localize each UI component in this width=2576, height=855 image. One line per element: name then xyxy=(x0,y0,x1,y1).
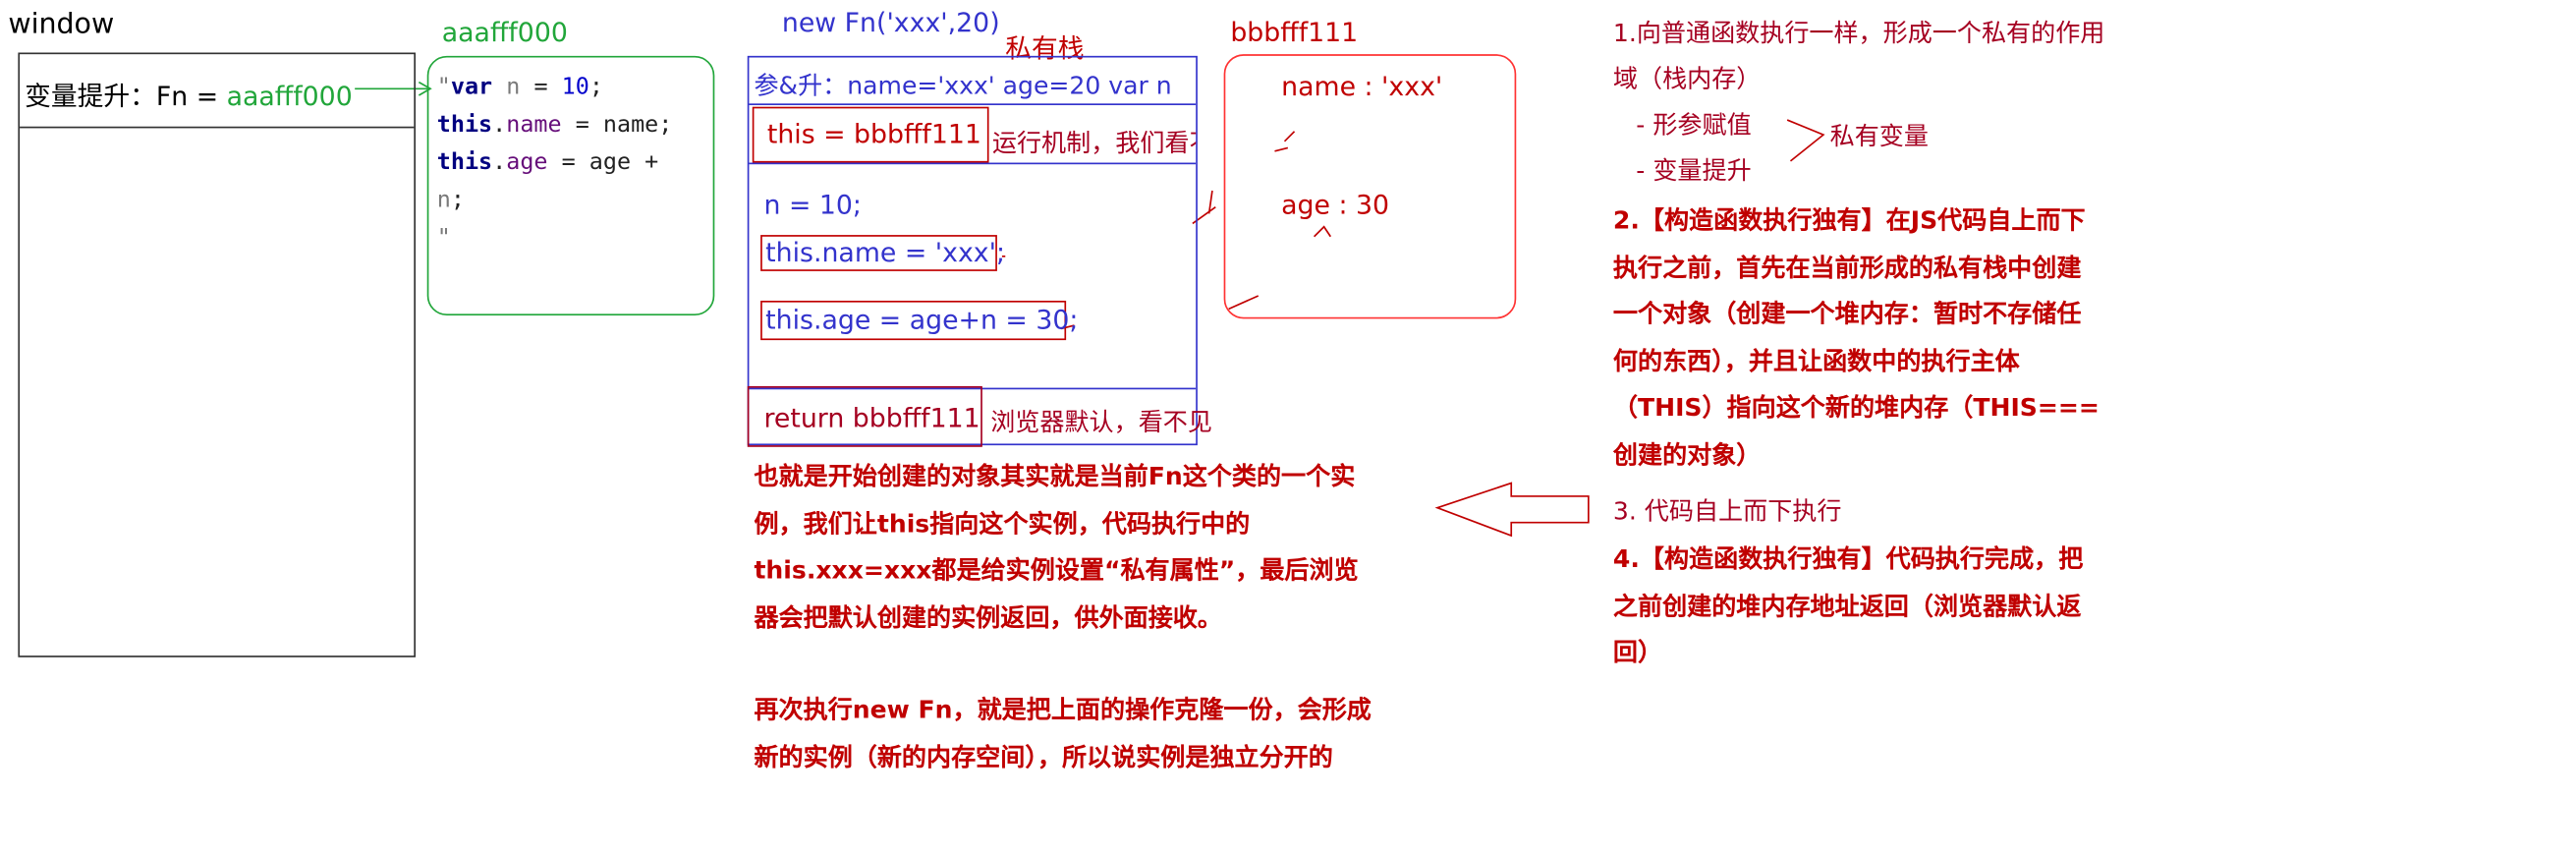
note-1-sub-1: - 形参赋值 xyxy=(1636,110,1752,141)
private-var-brace xyxy=(1786,119,1825,162)
params-hoisting-line: 参&升：name='xxx' age=20 var n xyxy=(754,70,1172,100)
note-step-4: 4.【构造函数执行独有】代码执行完成，把 之前创建的堆内存地址返回（浏览器默认返… xyxy=(1613,536,2083,676)
stack-divider-2 xyxy=(749,162,1197,165)
note-1-sub-2: - 变量提升 xyxy=(1636,155,1752,186)
note-1-subs: - 形参赋值 - 变量提升 xyxy=(1636,102,1751,195)
note-step-3: 3. 代码自上而下执行 xyxy=(1612,495,1842,527)
return-note: 浏览器默认，看不见 xyxy=(990,407,1212,437)
this-binding-note: 运行机制，我们看不见 xyxy=(991,128,1196,158)
obj-heap-box: name : 'xxx' age : 30 xyxy=(1223,54,1517,319)
obj-age-prop: age : 30 xyxy=(1281,189,1390,221)
fn-code-block: "var n = 10; this.name = name; this.age … xyxy=(437,69,673,257)
note-2-line-6: 创建的对象） xyxy=(1612,439,1762,470)
this-binding-box: this = bbbfff111 xyxy=(752,106,989,163)
explanation-1-line-1: 也就是开始创建的对象其实就是当前Fn这个类的一个实 xyxy=(754,461,1356,491)
obj-name-prop: name : 'xxx' xyxy=(1281,70,1443,102)
note-2-line-3: 一个对象（创建一个堆内存：暂时不存储任 xyxy=(1612,299,2082,329)
note-step-2: 2.【构造函数执行独有】在JS代码自上而下 执行之前，首先在当前形成的私有栈中创… xyxy=(1613,198,2100,479)
hoisting-row: 变量提升：Fn = aaafff000 xyxy=(25,74,353,113)
fn-heap-address: aaafff000 xyxy=(441,16,568,48)
code-line-1: "var n = 10; xyxy=(436,74,603,100)
window-divider xyxy=(20,126,415,129)
stack-box: 参&升：name='xxx' age=20 var n this = bbbff… xyxy=(747,55,1198,446)
stack-divider-1 xyxy=(749,103,1197,106)
fn-name: Fn = xyxy=(155,80,227,112)
note-1-line-2: 域（栈内存） xyxy=(1612,64,1762,94)
note-4-line-1: 4.【构造函数执行独有】代码执行完成，把 xyxy=(1612,543,2084,574)
note-4-line-3: 回） xyxy=(1612,637,1663,667)
private-var-label: 私有变量 xyxy=(1829,121,1929,151)
note-2-line-1: 2.【构造函数执行独有】在JS代码自上而下 xyxy=(1612,205,2086,236)
note-2-line-4: 何的东西），并且让函数中的执行主体 xyxy=(1612,345,2020,376)
code-line-2: this.name = name; xyxy=(436,111,673,139)
explanation-1-line-3: this.xxx=xxx都是给实例设置“私有属性”，最后浏览 xyxy=(754,555,1359,586)
window-box: 变量提升：Fn = aaafff000 xyxy=(18,52,417,657)
note-1-line-1: 1.向普通函数执行一样，形成一个私有的作用 xyxy=(1612,18,2105,48)
explanation-2-line-1: 再次执行new Fn，就是把上面的操作克隆一份，会形成 xyxy=(754,695,1372,725)
explanation-1-line-4: 器会把默认创建的实例返回，供外面接收。 xyxy=(754,601,1222,632)
stack-title: new Fn('xxx',20) xyxy=(781,6,1000,38)
explanation-2-line-2: 新的实例（新的内存空间），所以说实例是独立分开的 xyxy=(754,741,1333,772)
code-this-name: this.name = 'xxx'; xyxy=(760,235,1005,271)
return-box: return bbbfff111 xyxy=(747,385,982,447)
obj-heap-address: bbbfff111 xyxy=(1230,16,1359,48)
scribble-4 xyxy=(1314,225,1332,238)
note-2-line-2: 执行之前，首先在当前形成的私有栈中创建 xyxy=(1612,252,2082,282)
scribble-1 xyxy=(1274,131,1296,152)
private-stack-label: 私有栈 xyxy=(1005,32,1085,65)
explanation-para-1: 也就是开始创建的对象其实就是当前Fn这个类的一个实 例，我们让this指向这个实… xyxy=(754,453,1358,641)
fn-ref-arrowhead xyxy=(418,81,432,96)
stack-divider-3 xyxy=(749,387,1197,390)
code-this-age: this.age = age+n = 30; xyxy=(760,300,1078,341)
fn-heap-box: "var n = 10; this.name = name; this.age … xyxy=(426,55,715,316)
note-4-line-2: 之前创建的堆内存地址返回（浏览器默认返 xyxy=(1612,591,2082,621)
note-step-1: 1.向普通函数执行一样，形成一个私有的作用 域（栈内存） xyxy=(1613,10,2104,102)
code-n-assign: n = 10; xyxy=(763,189,862,221)
hollow-left-arrow xyxy=(1434,482,1590,538)
scribble-5 xyxy=(1060,324,1075,330)
note-2-line-5: （THIS）指向这个新的堆内存（THIS=== xyxy=(1612,392,2100,423)
window-label: window xyxy=(8,8,115,41)
code-line-5: " xyxy=(436,225,451,252)
code-line-4: n; xyxy=(436,187,465,214)
explanation-para-2: 再次执行new Fn，就是把上面的操作克隆一份，会形成 新的实例（新的内存空间）… xyxy=(754,687,1371,780)
fn-address: aaafff000 xyxy=(226,80,353,112)
hoisting-label: 变量提升： xyxy=(25,80,156,112)
explanation-1-line-2: 例，我们让this指向这个实例，代码执行中的 xyxy=(754,508,1251,539)
code-line-3: this.age = age + xyxy=(436,149,659,176)
